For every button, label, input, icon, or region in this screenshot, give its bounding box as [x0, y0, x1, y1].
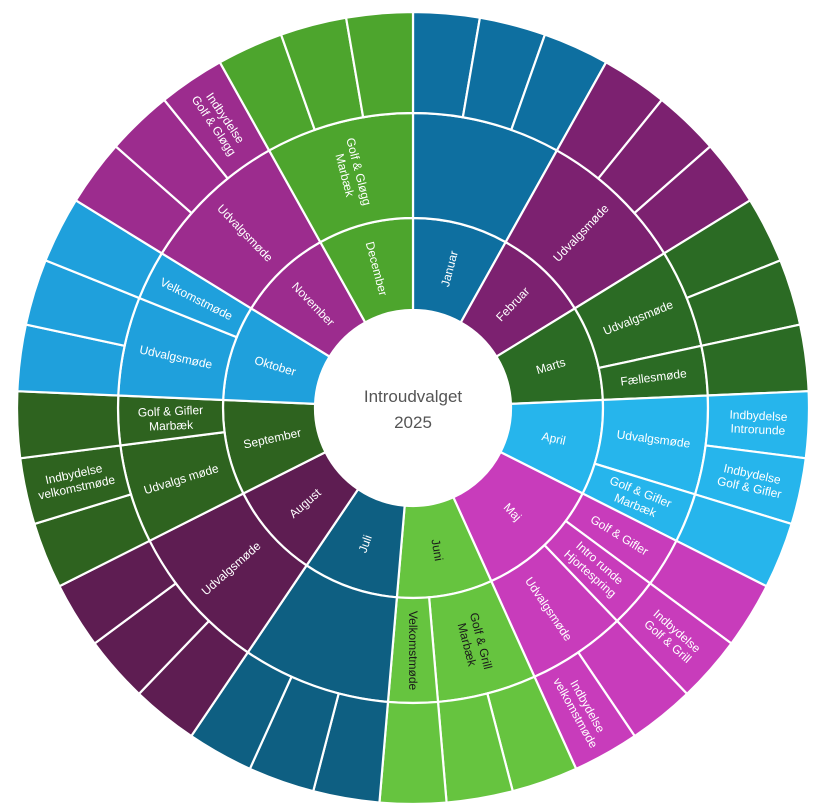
center-title-line1: Introudvalget: [364, 387, 463, 406]
center-hole: [315, 310, 511, 506]
event-label-juni-2: Velkomstmøde: [406, 611, 420, 691]
detail-segment-juni-2-1: [378, 700, 448, 806]
event-label-september-2: Golf & GiflerMarbæk: [137, 403, 204, 434]
detail-segment-december-1-3: [344, 10, 415, 119]
detail-segment-september-2-1: [15, 390, 122, 460]
center-title-line2: 2025: [394, 413, 432, 432]
wheel-segments: [15, 10, 811, 806]
detail-label-april-1-1: IndbydelseIntrorunde: [729, 408, 788, 438]
month-label-april: April: [541, 429, 567, 448]
month-label-juli: Juli: [356, 533, 375, 555]
month-label-juni: Juni: [428, 538, 446, 562]
